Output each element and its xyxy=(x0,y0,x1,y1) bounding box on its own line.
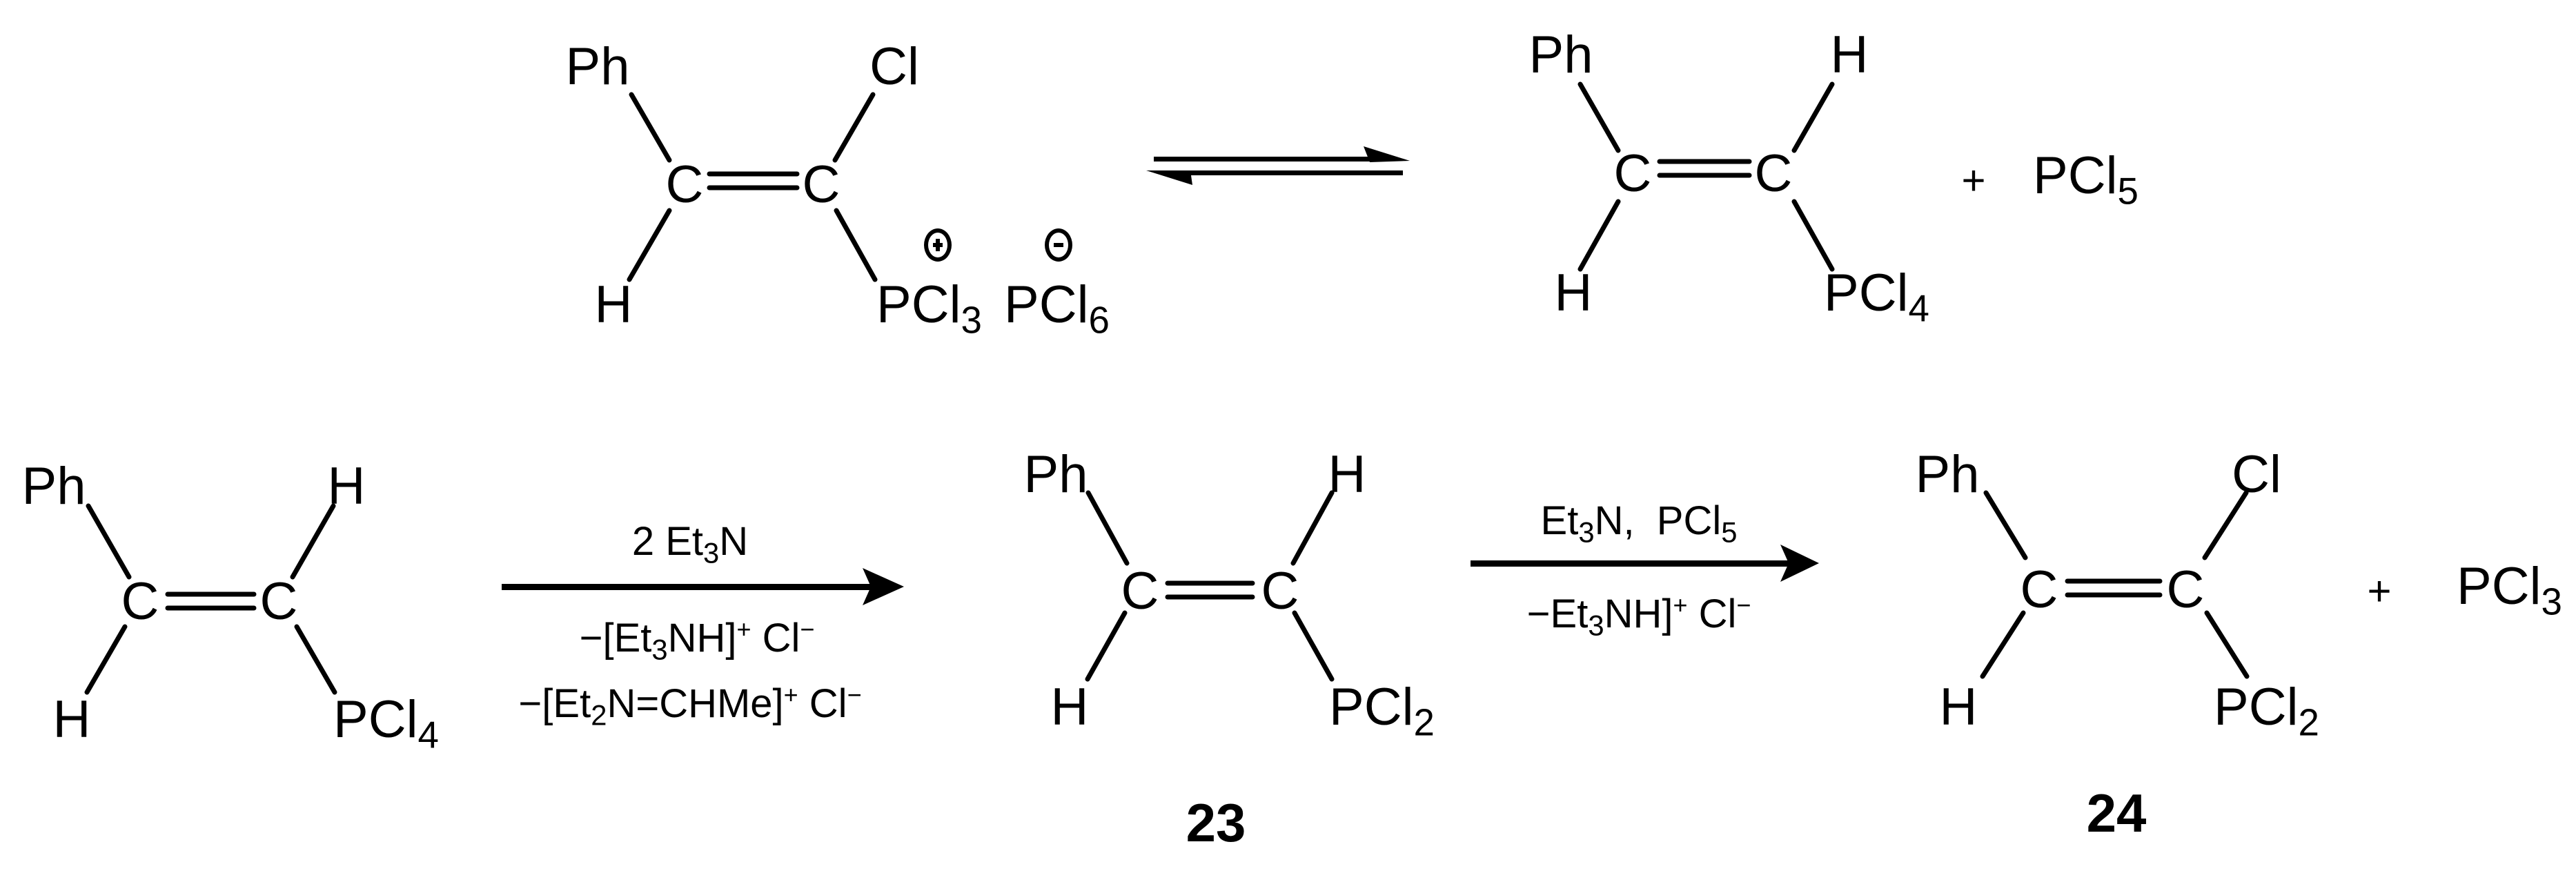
compound24-bonds xyxy=(1980,490,2250,679)
phenyl-group: Ph xyxy=(1915,445,1980,504)
carbon-atom: C xyxy=(1613,144,1652,203)
byproduct-label: −Et3NH]+ Cl− xyxy=(1526,591,1751,642)
hydrogen-atom: H xyxy=(1554,264,1593,322)
hydrogen-atom: H xyxy=(1830,26,1869,84)
phenyl-group: Ph xyxy=(21,457,86,516)
hydrogen-atom: H xyxy=(594,275,633,334)
reaction-arrow-2 xyxy=(1471,545,1819,582)
byproduct-label-2: −[Et2N=CHMe]+ Cl− xyxy=(518,681,862,732)
plus-sign: + xyxy=(2367,568,2392,614)
byproduct-pcl3: PCl3 xyxy=(2457,557,2562,623)
carbon-atom: C xyxy=(1754,144,1793,203)
hydrogen-atom: H xyxy=(1050,678,1089,736)
compound-label-24: 24 xyxy=(2086,783,2147,843)
product1-bonds xyxy=(1577,81,1835,272)
dichlorophosphanyl-group: PCl2 xyxy=(1329,678,1435,744)
hydrogen-atom: H xyxy=(52,690,91,749)
byproduct-pcl5: PCl5 xyxy=(2033,146,2139,213)
carbon-atom: C xyxy=(802,155,840,214)
compound-label-23: 23 xyxy=(1186,792,1246,853)
plus-sign: + xyxy=(1961,157,1986,204)
phenyl-group: Ph xyxy=(1023,445,1088,504)
carbon-atom: C xyxy=(1121,562,1159,620)
hydrogen-atom: H xyxy=(1939,678,1978,736)
hexachlorophosphate-anion: PCl6 xyxy=(1004,275,1110,342)
hydrogen-atom: H xyxy=(1328,445,1366,504)
carbon-atom: C xyxy=(665,155,704,214)
carbon-atom: C xyxy=(2166,560,2205,619)
positive-charge-icon xyxy=(924,228,952,262)
dichlorophosphanyl-group: PCl2 xyxy=(2214,678,2319,744)
equilibrium-arrow xyxy=(1146,146,1410,185)
chlorine-atom: Cl xyxy=(869,37,919,96)
phosphonium-group: PCl3 xyxy=(876,275,982,342)
tetrachlorophosphoranyl-group: PCl4 xyxy=(333,690,439,756)
reaction-arrow-1 xyxy=(502,568,904,605)
carbon-atom: C xyxy=(259,572,298,631)
hydrogen-atom: H xyxy=(327,457,366,516)
compound23-bonds xyxy=(1085,490,1335,682)
reagent-label: 2 Et3N xyxy=(631,519,749,569)
chlorine-atom: Cl xyxy=(2232,445,2281,504)
carbon-atom: C xyxy=(1261,562,1299,620)
byproduct-label-1: −[Et3NH]+ Cl− xyxy=(579,615,815,666)
tetrachlorophosphoranyl-group: PCl4 xyxy=(1824,264,1929,330)
phenyl-group: Ph xyxy=(1528,26,1593,84)
start-bonds xyxy=(84,503,337,695)
carbon-atom: C xyxy=(121,572,159,631)
reagent-label: Et3N, PCl5 xyxy=(1540,498,1738,549)
phenyl-group: Ph xyxy=(565,37,630,96)
negative-charge-icon xyxy=(1045,228,1072,262)
carbon-atom: C xyxy=(2020,560,2058,619)
reactant1-bonds xyxy=(627,92,878,282)
